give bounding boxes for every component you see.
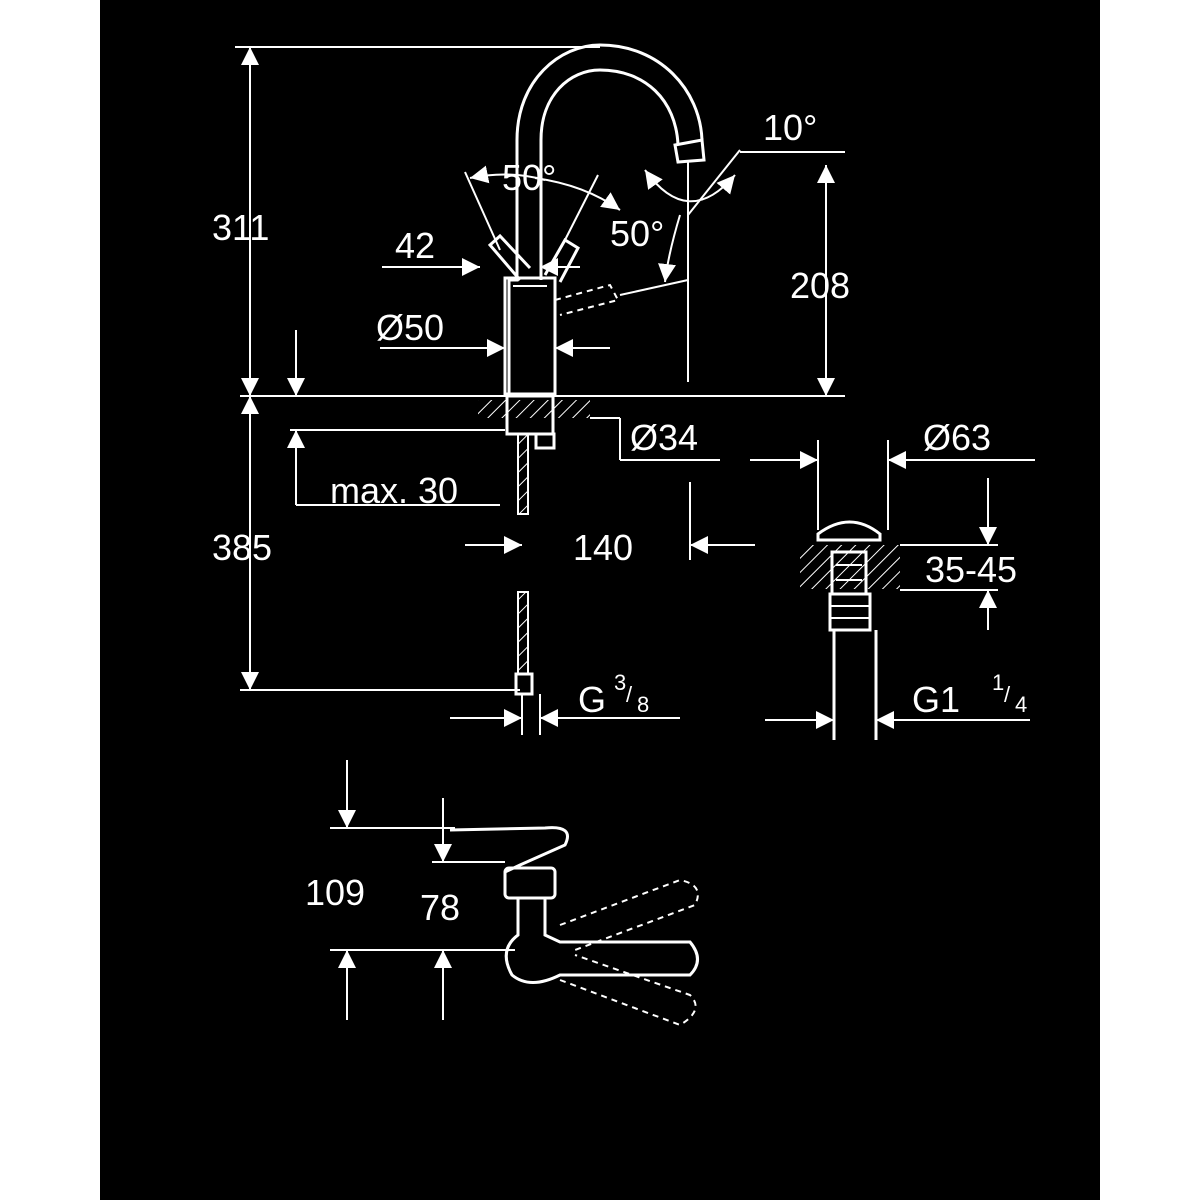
dim-top-depth: 109 [305,872,365,913]
lever-right [543,237,580,283]
dim-waste-connection-main: G1 [912,679,960,720]
dim-top-handle: 78 [420,887,460,928]
lever-swing-down [559,954,697,1027]
dim-connection-main: G [578,679,606,720]
dim-reach: 140 [573,527,633,568]
lever-top [449,826,569,874]
spout-inner [539,68,680,280]
dim-connection-num: 3 [614,670,626,695]
dim-hole-diameter: Ø34 [630,417,698,458]
svg-text:/: / [1004,682,1011,707]
dim-hose-length: 385 [212,527,272,568]
dim-height-total: 311 [212,207,269,248]
dim-waste-connection-num: 1 [992,670,1004,695]
aerator [673,138,706,164]
spout-top [504,898,699,984]
dim-connection-den: 8 [637,692,649,717]
hose-fitting [514,672,534,696]
drawing-panel [100,0,1100,1200]
dim-waste-connection-den: 4 [1015,692,1027,717]
faucet-top-view [330,760,699,1027]
dim-waste-thickness: 35-45 [925,549,1017,590]
faucet-side-view [235,43,845,735]
dim-max-thickness: max. 30 [330,470,458,511]
spout-outer [507,43,704,396]
dim-body-diameter: Ø50 [376,307,444,348]
mount-shank [505,394,555,436]
dim-waste-diameter: Ø63 [923,417,991,458]
supply-hose-lower [517,591,529,675]
lever-swing-up [559,878,699,951]
supply-hose-upper [517,433,529,515]
dim-spout-tilt: 10° [763,107,817,148]
lever-front-dashed [554,283,620,316]
dim-lever-angle-left: 50° [502,157,556,198]
countertop-section [478,400,590,418]
waste-cap [816,520,882,542]
waste-valve-view [750,440,1035,740]
dim-handle-width: 42 [395,225,435,266]
dim-spout-height: 208 [790,265,850,306]
faucet-body [503,276,557,396]
dim-lever-angle-right: 50° [610,213,664,254]
waste-nut [828,592,872,632]
svg-text:/: / [626,682,633,707]
